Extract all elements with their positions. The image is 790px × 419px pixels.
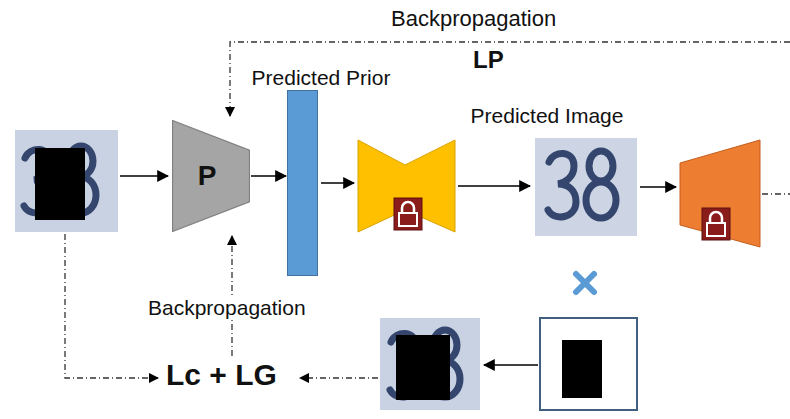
predicted-image [535,138,637,236]
backprop-label: Backpropagation [145,296,309,320]
arrow [640,186,676,188]
predicted-image-frame: Predicted Image [535,138,637,236]
mask-image [540,318,637,410]
node-label: P [198,160,217,192]
connector-arrow [251,175,286,177]
arrow [120,175,168,177]
encoder-trapezoid: P [172,120,250,232]
dashed-arrow [300,377,378,378]
backprop-lines [65,42,790,378]
arrow [321,182,354,184]
node-heading: Predicted Prior [252,66,391,90]
generator-bowtie [358,140,455,232]
node-heading: Predicted Image [471,104,624,128]
trapezoid-outline [173,121,250,232]
loss-label: Lc + LG [163,358,280,393]
input-image [15,130,118,232]
discriminator-trapezoid [680,140,760,247]
prior-bar: Predicted Prior [287,90,318,276]
loss-label: LP [470,46,507,74]
multiply-symbol [576,274,594,292]
masked-predicted-image [380,318,480,410]
arrow [484,364,538,366]
dashed-line [762,193,790,194]
arrow [458,185,530,187]
backprop-label: Backpropagation [388,6,559,31]
